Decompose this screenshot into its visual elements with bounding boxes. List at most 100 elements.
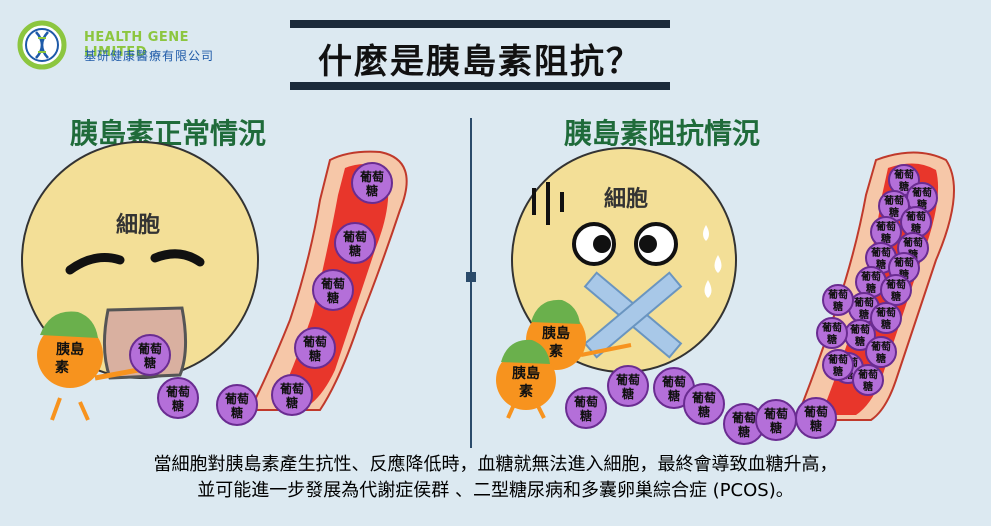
glucose-label-top: 葡萄 (661, 374, 686, 389)
glucose-group-right: 葡萄糖葡萄糖葡萄糖葡萄糖葡萄糖葡萄糖葡萄糖葡萄糖葡萄糖葡萄糖葡萄糖葡萄糖葡萄糖葡… (565, 164, 938, 445)
glucose-label-top: 葡萄 (893, 256, 914, 269)
divider-dot (466, 272, 476, 282)
glucose-label-bottom: 糖 (833, 300, 843, 313)
glucose-molecule: 葡萄糖 (351, 162, 393, 204)
glucose-label-bottom: 糖 (881, 232, 891, 245)
glucose-label-top: 葡萄 (911, 186, 932, 199)
eyebrow-left (65, 253, 125, 275)
eyebrow-right (150, 249, 205, 267)
company-logo: HEALTH GENE LIMITED 基研健康醫療有限公司 (14, 20, 244, 70)
glucose-label-top: 葡萄 (883, 194, 904, 207)
glucose-molecule: 葡萄糖 (822, 284, 854, 316)
glucose-label-bottom: 糖 (891, 290, 901, 303)
normal-scene: 細胞 胰島 素 葡萄糖葡萄糖葡萄糖葡萄糖葡萄糖葡萄糖葡萄糖葡萄糖 (21, 141, 408, 426)
insulin-label-top: 胰島 (542, 325, 570, 342)
title-bottom-bar (290, 82, 670, 90)
glucose-label-top: 葡萄 (875, 220, 896, 233)
glucose-label-top: 葡萄 (573, 394, 598, 409)
glucose-group-left: 葡萄糖葡萄糖葡萄糖葡萄糖葡萄糖葡萄糖葡萄糖葡萄糖 (129, 162, 393, 426)
glucose-molecule: 葡萄糖 (844, 319, 876, 351)
logo-english-name: HEALTH GENE LIMITED (84, 30, 190, 60)
glucose-label-bottom: 糖 (327, 290, 339, 305)
blocked-x-mark (583, 271, 683, 359)
glucose-label-bottom: 糖 (366, 183, 378, 198)
glucose-label-bottom: 糖 (863, 380, 873, 393)
glucose-label-top: 葡萄 (905, 210, 926, 223)
glucose-label-bottom: 糖 (866, 282, 876, 295)
glucose-label-bottom: 糖 (859, 308, 869, 321)
glucose-molecule: 葡萄糖 (312, 269, 354, 311)
glucose-label-top: 葡萄 (857, 368, 878, 381)
glucose-label-top: 葡萄 (860, 270, 881, 283)
glucose-label-top: 葡萄 (320, 276, 345, 291)
title-banner: 什麼是胰島素阻抗？ (290, 20, 670, 90)
glucose-label-bottom: 糖 (899, 180, 909, 193)
glucose-molecule: 葡萄糖 (870, 216, 902, 248)
cell-label: 細胞 (116, 212, 160, 238)
glucose-label-bottom: 糖 (827, 333, 837, 346)
glucose-label-top: 葡萄 (359, 169, 384, 184)
glucose-label-top: 葡萄 (803, 404, 828, 419)
glucose-label-bottom: 糖 (286, 395, 298, 410)
page-title: 什麼是胰島素阻抗？ (318, 42, 642, 82)
glucose-molecule: 葡萄糖 (129, 334, 171, 376)
resistance-scene: 細胞 胰島 素 胰島 素 葡萄糖葡萄糖葡萄糖葡萄糖葡 (496, 147, 955, 445)
glucose-label-top: 葡萄 (870, 340, 891, 353)
glucose-label-bottom: 糖 (889, 206, 899, 219)
glucose-molecule: 葡萄糖 (822, 349, 854, 381)
glucose-label-top: 葡萄 (827, 353, 848, 366)
insulin-label-top: 胰島 (512, 365, 540, 382)
glucose-label-bottom: 糖 (144, 355, 156, 370)
glucose-label-top: 葡萄 (763, 406, 788, 421)
glucose-molecule: 葡萄糖 (880, 274, 912, 306)
glucose-molecule: 葡萄糖 (294, 327, 336, 369)
glucose-molecule: 葡萄糖 (870, 302, 902, 334)
insulin-label-top: 胰島 (56, 341, 84, 358)
glucose-label-bottom: 糖 (622, 386, 634, 401)
glucose-label-bottom: 糖 (668, 388, 680, 403)
logo-chinese-name: 基研健康醫療有限公司 (84, 49, 215, 63)
glucose-label-bottom: 糖 (899, 268, 909, 281)
glucose-molecule: 葡萄糖 (683, 383, 725, 425)
glucose-molecule: 葡萄糖 (271, 374, 313, 416)
glucose-label-bottom: 糖 (172, 398, 184, 413)
glucose-label-bottom: 糖 (833, 365, 843, 378)
glucose-label-top: 葡萄 (902, 236, 923, 249)
glucose-label-bottom: 糖 (911, 222, 921, 235)
caption-line-1: 當細胞對胰島素產生抗性、反應降低時，血糖就無法進入細胞，最終會導致血糖升高， (153, 454, 838, 475)
glucose-label-top: 葡萄 (731, 410, 756, 425)
glucose-molecule: 葡萄糖 (607, 365, 649, 407)
glucose-label-top: 葡萄 (165, 384, 190, 399)
glucose-molecule: 葡萄糖 (565, 387, 607, 429)
glucose-label-top: 葡萄 (224, 391, 249, 406)
glucose-label-bottom: 糖 (810, 418, 822, 433)
sweat-drops (703, 225, 722, 298)
glucose-label-bottom: 糖 (881, 318, 891, 331)
glucose-label-top: 葡萄 (870, 246, 891, 259)
glucose-label-bottom: 糖 (876, 352, 886, 365)
logo-emblem-icon (17, 20, 67, 70)
glucose-label-bottom: 糖 (738, 424, 750, 439)
cell-label-right: 細胞 (604, 186, 648, 212)
glucose-molecule: 葡萄糖 (816, 317, 848, 349)
glucose-label-bottom: 糖 (876, 258, 886, 271)
insulin-character-right-2: 胰島 素 (496, 339, 556, 419)
glucose-label-top: 葡萄 (893, 168, 914, 181)
glucose-label-top: 葡萄 (849, 323, 870, 336)
glucose-label-top: 葡萄 (279, 381, 304, 396)
caption: 當細胞對胰島素產生抗性、反應降低時，血糖就無法進入細胞，最終會導致血糖升高， 並… (0, 452, 991, 504)
worried-eyes (572, 222, 678, 266)
glucose-molecule: 葡萄糖 (755, 399, 797, 441)
glucose-molecule: 葡萄糖 (865, 336, 897, 368)
glucose-molecule: 葡萄糖 (216, 384, 258, 426)
glucose-label-bottom: 糖 (908, 248, 918, 261)
glucose-label-bottom: 糖 (770, 420, 782, 435)
glucose-molecule: 葡萄糖 (334, 222, 376, 264)
glucose-label-bottom: 糖 (855, 335, 865, 348)
resistance-heading: 胰島素阻抗情況 (564, 117, 761, 150)
glucose-label-top: 葡萄 (302, 334, 327, 349)
glucose-label-bottom: 糖 (309, 348, 321, 363)
panel-divider (470, 118, 472, 448)
glucose-label-top: 葡萄 (885, 278, 906, 291)
glucose-label-top: 葡萄 (821, 321, 842, 334)
